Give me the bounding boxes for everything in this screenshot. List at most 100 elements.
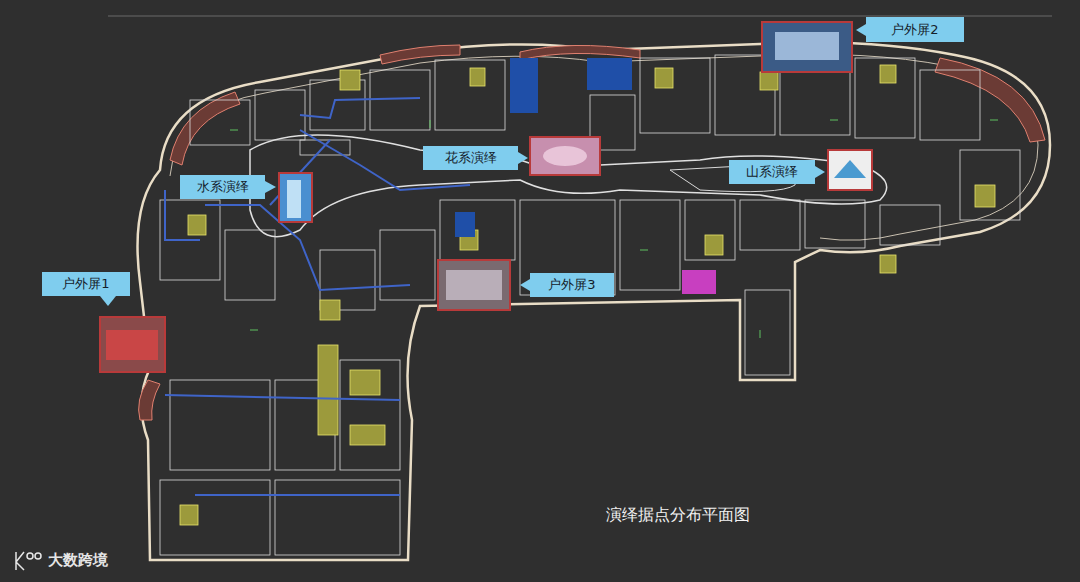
plan-mark <box>35 553 41 559</box>
plan-mark <box>880 255 896 273</box>
plan-mark <box>16 552 24 570</box>
plan-mark <box>170 380 270 470</box>
plan-mark <box>640 250 648 251</box>
plan-mark <box>300 140 350 155</box>
plan-mark <box>834 160 866 178</box>
shop-grid <box>160 55 1020 555</box>
logo-mark <box>16 552 41 570</box>
plan-mark <box>170 92 240 165</box>
plan-mark <box>587 58 632 90</box>
plan-mark <box>520 279 530 291</box>
plan-mark <box>530 137 600 175</box>
plan-caption: 演绎据点分布平面图 <box>606 505 750 526</box>
magenta-block <box>682 270 716 294</box>
plan-mark <box>380 45 460 64</box>
plan-mark <box>470 68 485 86</box>
plan-mark <box>762 22 852 72</box>
plan-mark <box>180 505 198 525</box>
plan-mark <box>960 150 1020 220</box>
plan-mark <box>440 200 515 260</box>
plan-mark <box>435 60 505 130</box>
callout-box: 水系演绎 <box>180 175 265 199</box>
plan-mark <box>455 212 475 237</box>
plan-mark <box>340 70 360 90</box>
plan-mark <box>740 200 800 250</box>
plan-mark <box>705 235 723 255</box>
plan-mark <box>255 90 305 140</box>
plan-mark <box>160 480 270 555</box>
plan-mark <box>250 330 258 331</box>
plan-mark <box>815 166 825 178</box>
plan-mark <box>775 32 839 60</box>
plan-mark <box>520 45 640 60</box>
plan-mark <box>655 68 673 88</box>
yellow-cores <box>180 65 995 525</box>
plan-mark <box>100 296 116 306</box>
plan-mark <box>935 58 1045 142</box>
plan-mark <box>640 58 710 133</box>
plan-mark <box>438 260 510 310</box>
plan-mark <box>380 230 435 300</box>
plan-mark <box>138 42 1051 560</box>
watermark: 大数跨境 <box>48 551 108 570</box>
plan-mark <box>620 200 680 290</box>
photo-thumbnails <box>100 22 872 372</box>
plan-mark <box>518 152 528 164</box>
plan-mark <box>318 345 338 435</box>
plan-mark <box>188 215 206 235</box>
plan-mark <box>250 135 887 237</box>
plan-mark <box>510 58 538 113</box>
plan-mark <box>165 395 400 400</box>
mall-outline <box>138 42 1051 560</box>
plan-mark <box>920 70 980 140</box>
callout-text: 花系演绎 <box>445 149 497 167</box>
plan-mark <box>190 100 250 145</box>
callout-box: 山系演绎 <box>729 160 815 184</box>
plan-mark <box>195 494 400 496</box>
plan-mark <box>446 270 502 300</box>
plan-mark <box>170 54 1038 240</box>
callout-pointers <box>100 24 866 306</box>
plan-mark <box>745 290 790 375</box>
callout-text: 户外屏1 <box>62 275 109 293</box>
plan-mark <box>287 180 301 218</box>
plan-mark <box>855 58 915 138</box>
plan-mark <box>106 330 158 360</box>
callout-text: 户外屏3 <box>548 276 595 294</box>
pink-facade-arcs <box>139 45 1045 420</box>
plan-mark <box>279 173 312 222</box>
plan-mark <box>350 370 380 395</box>
plan-mark <box>880 205 940 245</box>
plan-mark <box>543 146 587 166</box>
plan-mark <box>856 24 866 36</box>
plan-mark <box>320 300 340 320</box>
plan-mark <box>350 425 385 445</box>
plan-mark <box>685 200 735 260</box>
plan-mark <box>828 150 872 190</box>
plan-mark <box>975 185 995 207</box>
callout-text: 户外屏2 <box>891 21 938 39</box>
plan-mark <box>100 317 165 372</box>
plan-mark <box>370 70 430 130</box>
plan-mark <box>139 380 160 420</box>
plan-mark <box>760 72 778 90</box>
callout-box: 花系演绎 <box>423 146 518 170</box>
callout-box: 户外屏2 <box>866 17 964 42</box>
plan-mark <box>230 130 238 131</box>
plan-mark <box>27 553 33 559</box>
green-marks <box>230 120 998 338</box>
plan-mark <box>760 330 761 338</box>
plan-mark <box>830 120 838 121</box>
plan-mark <box>300 98 420 118</box>
callout-box: 户外屏1 <box>42 272 130 296</box>
plan-mark <box>275 480 400 555</box>
plan-mark <box>265 181 276 193</box>
plan-mark <box>225 230 275 300</box>
plan-mark <box>990 120 998 121</box>
plan-mark <box>805 200 865 248</box>
callout-box: 户外屏3 <box>530 273 614 297</box>
plan-mark <box>340 360 400 470</box>
callout-text: 山系演绎 <box>746 163 798 181</box>
callout-text: 水系演绎 <box>197 178 249 196</box>
plan-mark <box>880 65 896 83</box>
